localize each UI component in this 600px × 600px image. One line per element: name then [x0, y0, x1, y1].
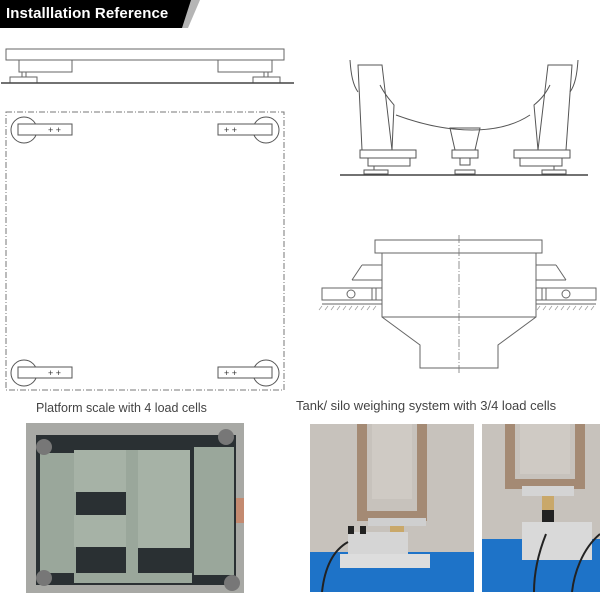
load-cell-mount-photo-1 [310, 424, 474, 592]
platform-scale-photo [26, 423, 244, 593]
svg-text:+ +: + + [224, 125, 237, 135]
load-cell-markers [10, 116, 280, 387]
section-header-banner: Installlation Reference [0, 0, 200, 28]
svg-text:+ +: + + [224, 368, 237, 378]
svg-text:+ +: + + [48, 125, 61, 135]
platform-side-elevation-drawing [1, 48, 294, 84]
silo-elevation-drawing [318, 235, 597, 375]
banner-shape [0, 0, 200, 28]
tank-legs-elevation-drawing [340, 59, 588, 176]
page-title: Installlation Reference [6, 5, 169, 22]
platform-plan-view-drawing: + + + + + + + + [5, 111, 285, 391]
svg-text:+ +: + + [48, 368, 61, 378]
load-cell-mount-photo-2 [482, 424, 600, 592]
tank-silo-caption: Tank/ silo weighing system with 3/4 load… [296, 398, 557, 413]
platform-scale-caption: Platform scale with 4 load cells [36, 401, 207, 415]
